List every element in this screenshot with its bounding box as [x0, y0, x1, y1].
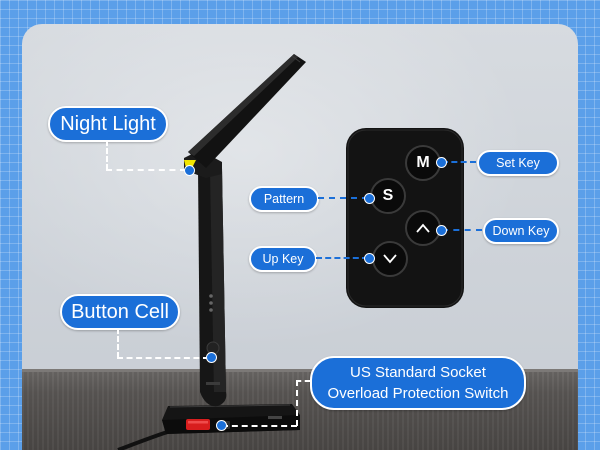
table-edge — [22, 369, 578, 372]
socket-label-line1: US Standard Socket — [350, 364, 486, 381]
chevron-down-icon — [383, 254, 397, 264]
night-light-leader-vertical — [106, 140, 108, 170]
socket-label-line2: Overload Protection Switch — [327, 385, 509, 402]
button-cell-pointer-dot — [206, 352, 217, 363]
remote-button-m-label: M — [416, 154, 430, 171]
pattern-leader — [318, 197, 368, 199]
down-key-label: Down Key — [483, 218, 559, 244]
socket-leader-to-pill — [296, 380, 310, 382]
stand-touch-button-1 — [209, 294, 213, 298]
down-key-pointer-dot — [436, 225, 447, 236]
socket-leader-vertical — [296, 380, 298, 426]
set-key-pointer-dot — [436, 157, 447, 168]
button-cell-leader-horizontal — [117, 357, 209, 359]
button-cell-leader-vertical — [117, 328, 119, 358]
socket-leader-horizontal — [222, 425, 297, 427]
chevron-up-icon — [416, 223, 430, 233]
pattern-label: Pattern — [249, 186, 319, 212]
button-cell-label: Button Cell — [60, 294, 180, 330]
up-key-leader — [316, 257, 368, 259]
remote-control — [346, 128, 464, 308]
overload-protection-switch — [186, 419, 210, 430]
lamp-arm — [188, 54, 306, 168]
night-light-label: Night Light — [48, 106, 168, 142]
pattern-pointer-dot — [364, 193, 375, 204]
up-key-pointer-dot — [364, 253, 375, 264]
remote-button-s-label: S — [382, 187, 394, 204]
up-key-label: Up Key — [249, 246, 317, 272]
stand-touch-button-3 — [209, 308, 213, 312]
night-light-pointer-dot — [184, 165, 195, 176]
remote-button-down[interactable] — [372, 241, 408, 277]
set-key-label: Set Key — [477, 150, 559, 176]
usb-ports — [268, 416, 282, 419]
set-key-leader — [442, 161, 476, 163]
socket-overload-label: US Standard Socket Overload Protection S… — [310, 356, 526, 410]
remote-button-s[interactable]: S — [370, 178, 406, 214]
night-light-leader-horizontal — [106, 169, 186, 171]
socket-pointer-dot — [216, 420, 227, 431]
down-key-leader — [442, 229, 482, 231]
stand-touch-button-2 — [209, 301, 213, 305]
